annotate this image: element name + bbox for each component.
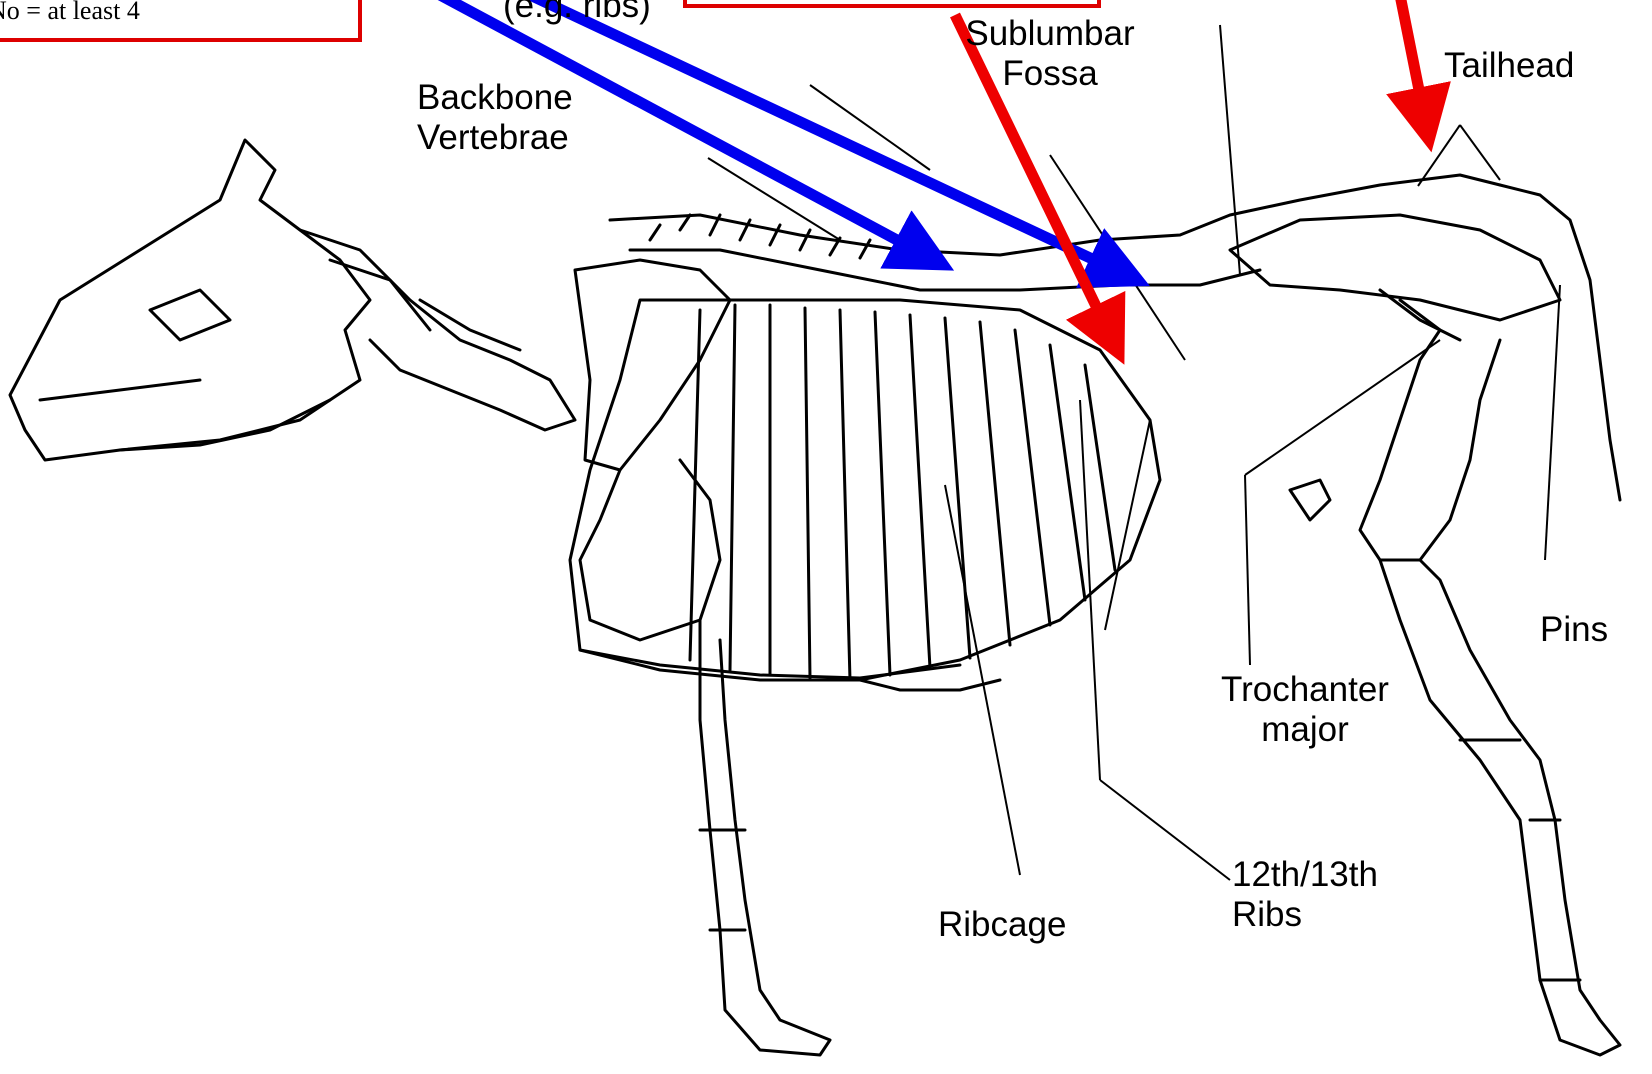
hip-leader <box>1220 25 1240 275</box>
label-pins: Pins <box>1540 610 1608 650</box>
hind-leg <box>1360 300 1500 560</box>
trochanter-leader-1 <box>1245 475 1250 665</box>
label-trochanter-major: Trochanter major <box>1190 670 1420 750</box>
tailhead-leader-2 <box>1460 125 1500 180</box>
label-backbone-line1: Backbone <box>417 78 573 118</box>
ribs-leader-2 <box>1100 780 1230 880</box>
ribcage-outline <box>570 300 1160 680</box>
front-leg <box>580 460 720 640</box>
scapula <box>575 260 730 470</box>
skull <box>10 140 370 460</box>
label-12th-13th-ribs: 12th/13th Ribs <box>1232 855 1378 935</box>
ribcage-leader <box>945 485 1020 875</box>
label-backbone-line2: Vertebrae <box>417 118 573 158</box>
red-arrow-tailhead <box>1400 0 1425 120</box>
label-ribs-line1: 12th/13th <box>1232 855 1378 895</box>
tail <box>1500 185 1620 500</box>
top-red-box <box>683 0 1101 8</box>
pelvis <box>1230 215 1560 320</box>
label-trochanter-line1: Trochanter <box>1190 670 1420 710</box>
label-tailhead: Tailhead <box>1444 46 1574 86</box>
label-sublumbar-line2: Fossa <box>945 54 1155 94</box>
label-ribcage: Ribcage <box>938 905 1066 945</box>
note-box: No = at least 4 <box>0 0 362 42</box>
label-trochanter-line2: major <box>1190 710 1420 750</box>
label-ribs-line2: Ribs <box>1232 895 1378 935</box>
label-sublumbar-fossa: Sublumbar Fossa <box>945 14 1155 94</box>
top-partial-label: (e.g. ribs) <box>503 0 651 26</box>
label-sublumbar-line1: Sublumbar <box>945 14 1155 54</box>
trochanter-leader-2 <box>1245 340 1440 475</box>
note-text: No = at least 4 <box>0 0 140 26</box>
pins-leader <box>1545 285 1560 560</box>
leader-lines <box>708 25 1560 880</box>
label-backbone-vertebrae: Backbone Vertebrae <box>417 78 573 158</box>
skeleton-outline <box>10 140 1620 1055</box>
